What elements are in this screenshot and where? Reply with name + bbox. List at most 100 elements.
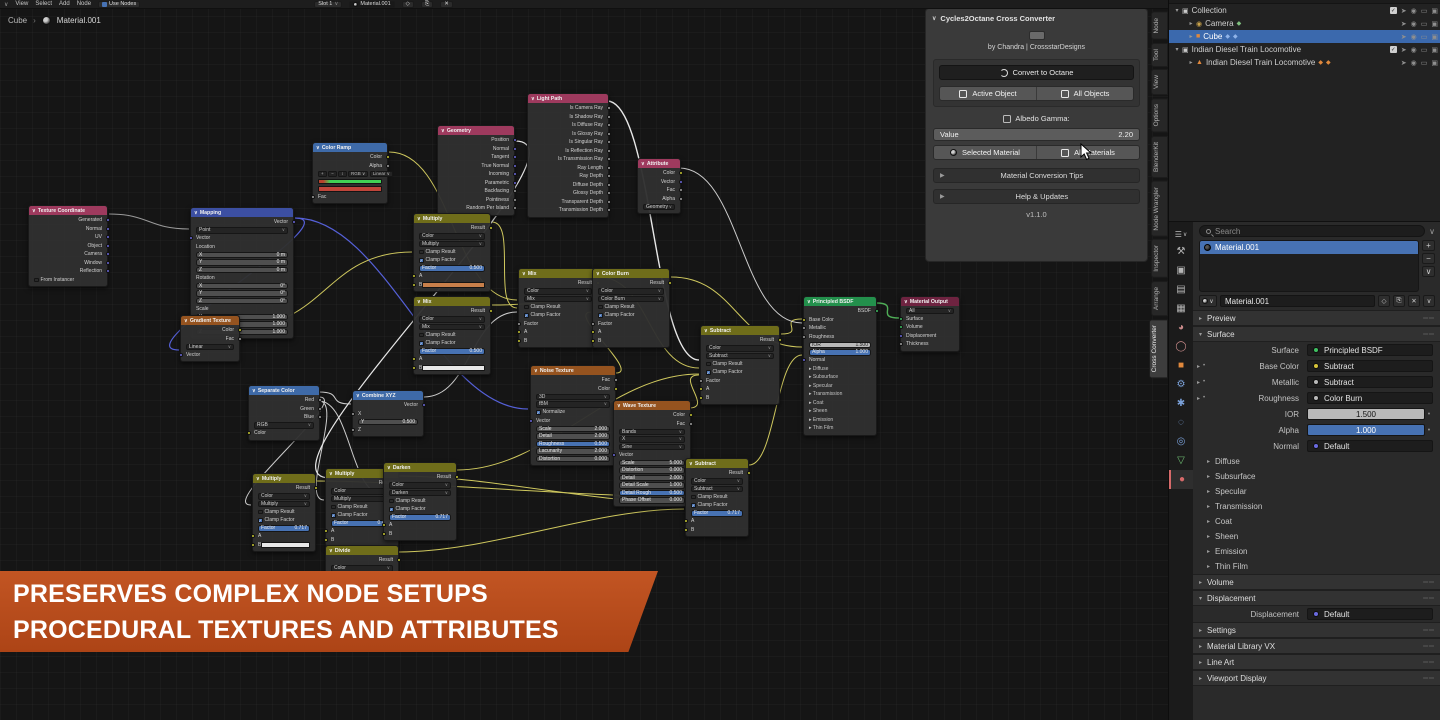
subsection-sheen[interactable]: ▸Sheen [1207, 532, 1239, 541]
color-swatch[interactable] [422, 282, 485, 288]
node-header[interactable]: ∨Mix [519, 269, 597, 278]
input-socket[interactable] [381, 523, 386, 528]
output-socket[interactable] [678, 171, 683, 176]
outliner-row[interactable]: ▸◉Camera◆➤◉▭▣ [1169, 17, 1440, 30]
input-socket[interactable] [801, 358, 806, 363]
side-tab-view[interactable]: View [1151, 69, 1168, 96]
selected-material-button[interactable]: Selected Material [934, 146, 1036, 159]
output-socket[interactable] [688, 421, 693, 426]
properties-tab-world[interactable]: ◯ [1175, 341, 1187, 352]
node-header[interactable]: ∨Subtract [701, 326, 779, 335]
output-socket[interactable] [512, 189, 517, 194]
input-socket[interactable] [698, 378, 703, 383]
checkbox[interactable] [419, 249, 424, 254]
eye-visibility-icon[interactable]: ◉ [1410, 33, 1417, 41]
checkbox[interactable]: ✓ [331, 512, 336, 518]
input-socket[interactable] [801, 326, 806, 331]
properties-tab-render[interactable]: ▣ [1176, 265, 1186, 276]
tips-section[interactable]: ▶ Material Conversion Tips [933, 168, 1140, 183]
output-socket[interactable] [512, 206, 517, 211]
dropdown[interactable]: fBM∨ [536, 401, 610, 408]
expand-caret-icon[interactable]: ▸ [1189, 21, 1193, 27]
section-header-preview[interactable]: ▸Preview══ [1193, 310, 1440, 326]
dropdown[interactable]: Color∨ [691, 478, 743, 485]
output-socket[interactable] [606, 174, 611, 179]
property-value-dropdown[interactable]: Principled BSDF [1307, 344, 1433, 356]
output-socket[interactable] [454, 475, 459, 480]
viewport-disable-icon[interactable]: ▭ [1420, 7, 1428, 15]
input-socket[interactable] [898, 333, 903, 338]
output-socket[interactable] [606, 199, 611, 204]
viewport-disable-icon[interactable]: ▭ [1420, 20, 1428, 28]
node-header[interactable]: ∨Mapping [191, 208, 293, 217]
menu-add[interactable]: Add [59, 1, 70, 7]
eye-visibility-icon[interactable]: ◉ [1410, 20, 1417, 28]
slot-list-box[interactable]: Material.001 [1199, 240, 1419, 292]
checkbox[interactable]: ✓ [598, 312, 603, 318]
render-disable-icon[interactable]: ▣ [1431, 46, 1438, 54]
checkbox[interactable] [258, 509, 263, 514]
properties-tab-tool[interactable]: ⚒ [1176, 246, 1186, 257]
search-input[interactable]: Search [1199, 225, 1426, 237]
menu-select[interactable]: Select [35, 1, 52, 7]
input-socket[interactable] [698, 387, 703, 392]
render-disable-icon[interactable]: ▣ [1431, 59, 1438, 67]
remove-slot-button[interactable]: − [1422, 253, 1435, 264]
input-socket[interactable] [590, 338, 595, 343]
output-socket[interactable] [606, 106, 611, 111]
input-socket[interactable] [801, 334, 806, 339]
output-socket[interactable] [613, 378, 618, 383]
output-socket[interactable] [606, 123, 611, 128]
convert-to-octane-button[interactable]: Convert to Octane [939, 65, 1134, 80]
slot-specials-button[interactable]: ∨ [1422, 266, 1435, 277]
expander-icon[interactable]: ▸ [1197, 363, 1201, 370]
properties-tab-object-data[interactable]: ▽ [1177, 455, 1185, 466]
input-socket[interactable] [801, 317, 806, 322]
output-socket[interactable] [874, 309, 879, 314]
input-socket[interactable] [528, 418, 533, 423]
section-header-viewport-display[interactable]: ▸Viewport Display══ [1193, 670, 1440, 686]
input-socket[interactable] [411, 365, 416, 370]
input-socket[interactable] [411, 357, 416, 362]
dropdown[interactable]: Sine∨ [619, 443, 685, 450]
output-socket[interactable] [396, 558, 401, 563]
node-header[interactable]: ∨Wave Texture [614, 401, 690, 410]
output-socket[interactable] [678, 196, 683, 201]
output-socket[interactable] [237, 336, 242, 341]
node-header[interactable]: ∨Combine XYZ [353, 391, 423, 400]
viewport-disable-icon[interactable]: ▭ [1420, 33, 1428, 41]
animate-dot[interactable]: • [1203, 395, 1206, 401]
viewport-disable-icon[interactable]: ▭ [1420, 59, 1428, 67]
node-header[interactable]: ∨Separate Color [249, 386, 319, 395]
all-materials-button[interactable]: All Materials [1037, 146, 1139, 159]
ramp-control-button[interactable]: − [328, 170, 337, 177]
input-socket[interactable] [250, 542, 255, 547]
properties-tab-particles[interactable]: ✱ [1176, 398, 1186, 409]
output-socket[interactable] [512, 163, 517, 168]
collapsed-panel-row[interactable]: ▸ Transmission [809, 391, 843, 398]
output-socket[interactable] [512, 138, 517, 143]
property-value-dropdown[interactable]: Color Burn [1307, 392, 1433, 404]
input-socket[interactable] [683, 519, 688, 524]
section-header-volume[interactable]: ▸Volume══ [1193, 574, 1440, 590]
properties-tab-object[interactable]: ■ [1177, 360, 1185, 371]
animate-dot[interactable]: • [1203, 363, 1206, 369]
dropdown[interactable]: Darken∨ [389, 489, 451, 496]
checkbox[interactable]: ✓ [419, 340, 424, 346]
checkbox[interactable] [691, 494, 696, 499]
output-socket[interactable] [678, 188, 683, 193]
render-disable-icon[interactable]: ▣ [1431, 7, 1438, 15]
input-socket[interactable] [898, 342, 903, 347]
node-header[interactable]: ∨Geometry [438, 126, 514, 135]
node-header[interactable]: ∨Attribute [638, 159, 680, 168]
